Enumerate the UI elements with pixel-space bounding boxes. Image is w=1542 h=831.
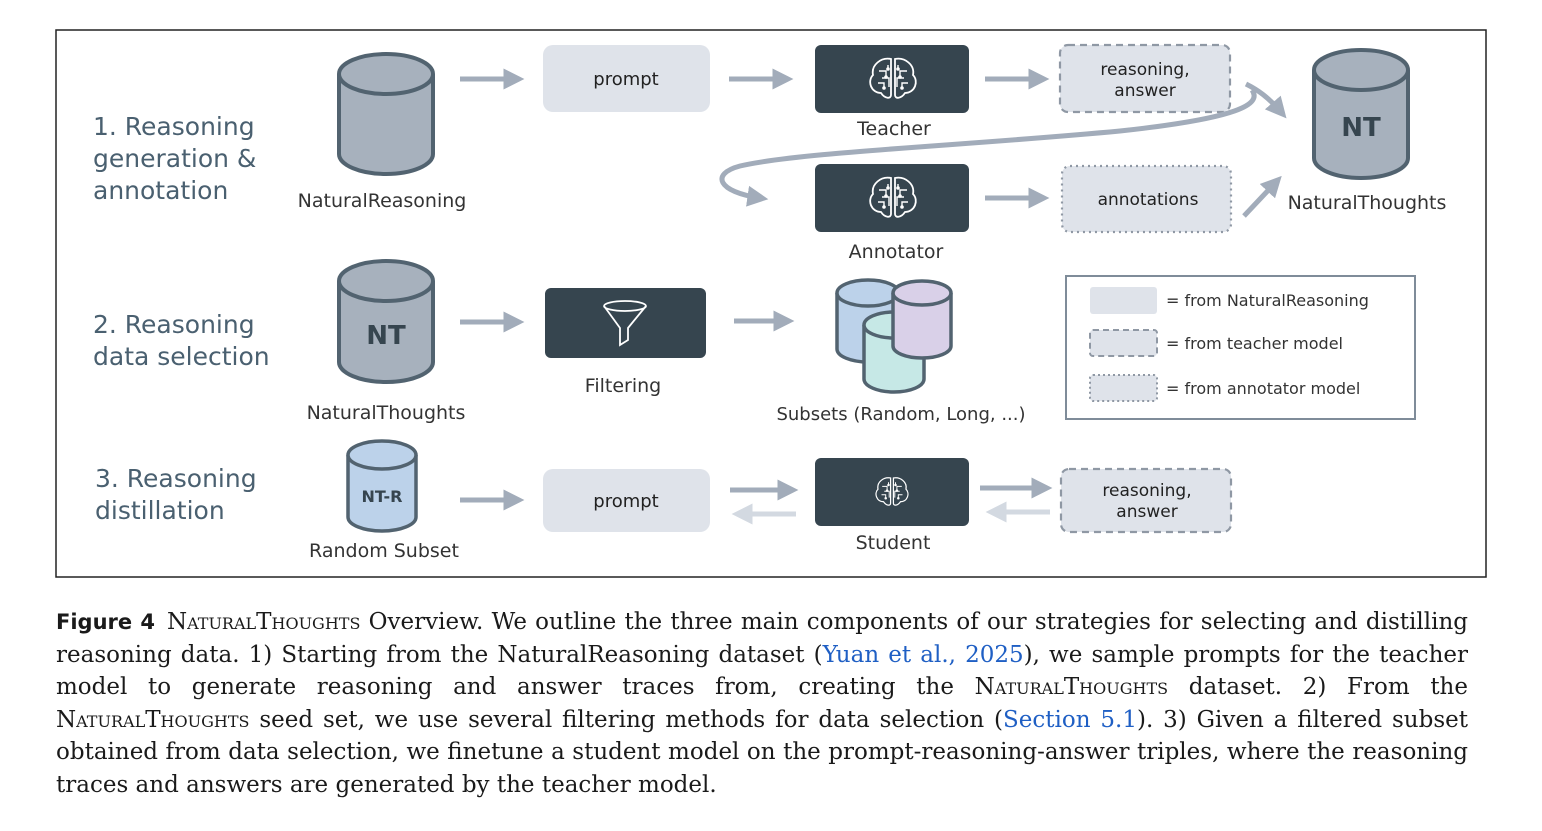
nt-r-text: NT-R	[362, 487, 403, 506]
caption-section-link[interactable]: Section 5.1	[1003, 706, 1137, 733]
legend-label-teacher: = from teacher model	[1166, 334, 1343, 353]
student-label: Student	[856, 532, 931, 554]
caption-text-4: seed set, we use several filtering metho…	[249, 706, 1003, 733]
caption-name-2: NaturalThoughts	[974, 674, 1169, 701]
subset-purple-cylinder	[891, 279, 953, 360]
student-box	[815, 458, 969, 526]
natural-reasoning-cylinder	[337, 52, 435, 176]
annotator-label: Annotator	[849, 241, 944, 263]
filtering-box	[545, 288, 706, 358]
prompt-box-1	[543, 45, 710, 112]
filtering-label: Filtering	[585, 375, 661, 397]
nt-cylinder-2	[337, 259, 435, 384]
caption-text-3: dataset. 2) From the	[1168, 674, 1468, 701]
legend-label-annotator: = from annotator model	[1166, 379, 1360, 398]
caption-text-1: Overview. We outline the three main comp…	[56, 609, 1468, 668]
natural-thoughts-cylinder	[1312, 48, 1410, 180]
caption-figure-label: Figure 4	[56, 610, 155, 634]
legend-swatch-solid	[1090, 287, 1157, 314]
teacher-label: Teacher	[856, 118, 931, 140]
nt-cylinder-text-1: NT	[1341, 113, 1381, 143]
nt-r-cylinder	[346, 439, 418, 533]
arrow-reasoning-to-nt	[1244, 81, 1287, 119]
nt-cylinder-text-2: NT	[366, 321, 406, 351]
legend-swatch-dashed	[1089, 329, 1158, 357]
natural-thoughts-label-1: NaturalThoughts	[1288, 192, 1447, 214]
prompt-label-2: prompt	[593, 491, 658, 512]
caption-text-2: ), we sample prompts for the teacher mod…	[56, 641, 1468, 701]
caption-citation-link[interactable]: Yuan et al., 2025	[822, 641, 1024, 668]
prompt-label-1: prompt	[593, 69, 658, 90]
arrow-annotations-to-nt	[1242, 175, 1282, 218]
annotator-box	[815, 164, 969, 232]
reasoning-answer-box-1	[1058, 43, 1232, 114]
legend-swatch-dotted	[1089, 374, 1158, 402]
reasoning-answer-label-1: reasoning,answer	[1100, 60, 1189, 101]
curve-arrow-to-annotator	[719, 88, 1257, 207]
funnel-icon	[603, 300, 647, 347]
natural-thoughts-label-2: NaturalThoughts	[307, 402, 466, 424]
legend-label-natural-reasoning: = from NaturalReasoning	[1166, 291, 1369, 310]
prompt-box-2	[543, 469, 710, 532]
natural-reasoning-label: NaturalReasoning	[298, 190, 467, 212]
annotations-box	[1060, 164, 1233, 234]
caption-title: NaturalThoughts	[166, 609, 361, 635]
teacher-box	[815, 45, 969, 113]
annotations-label: annotations	[1098, 190, 1199, 210]
figure-caption: Figure 4 NaturalThoughts Overview. We out…	[56, 606, 1468, 802]
reasoning-answer-box-2	[1059, 467, 1233, 534]
random-subset-label: Random Subset	[309, 540, 459, 562]
caption-name-3: NaturalThoughts	[56, 706, 250, 733]
subsets-label: Subsets (Random, Long, ...)	[776, 404, 1025, 425]
reasoning-answer-label-2: reasoning,answer	[1102, 481, 1191, 522]
caption-text-5: ). 3) Given a filtered subset obtained f…	[56, 706, 1468, 798]
